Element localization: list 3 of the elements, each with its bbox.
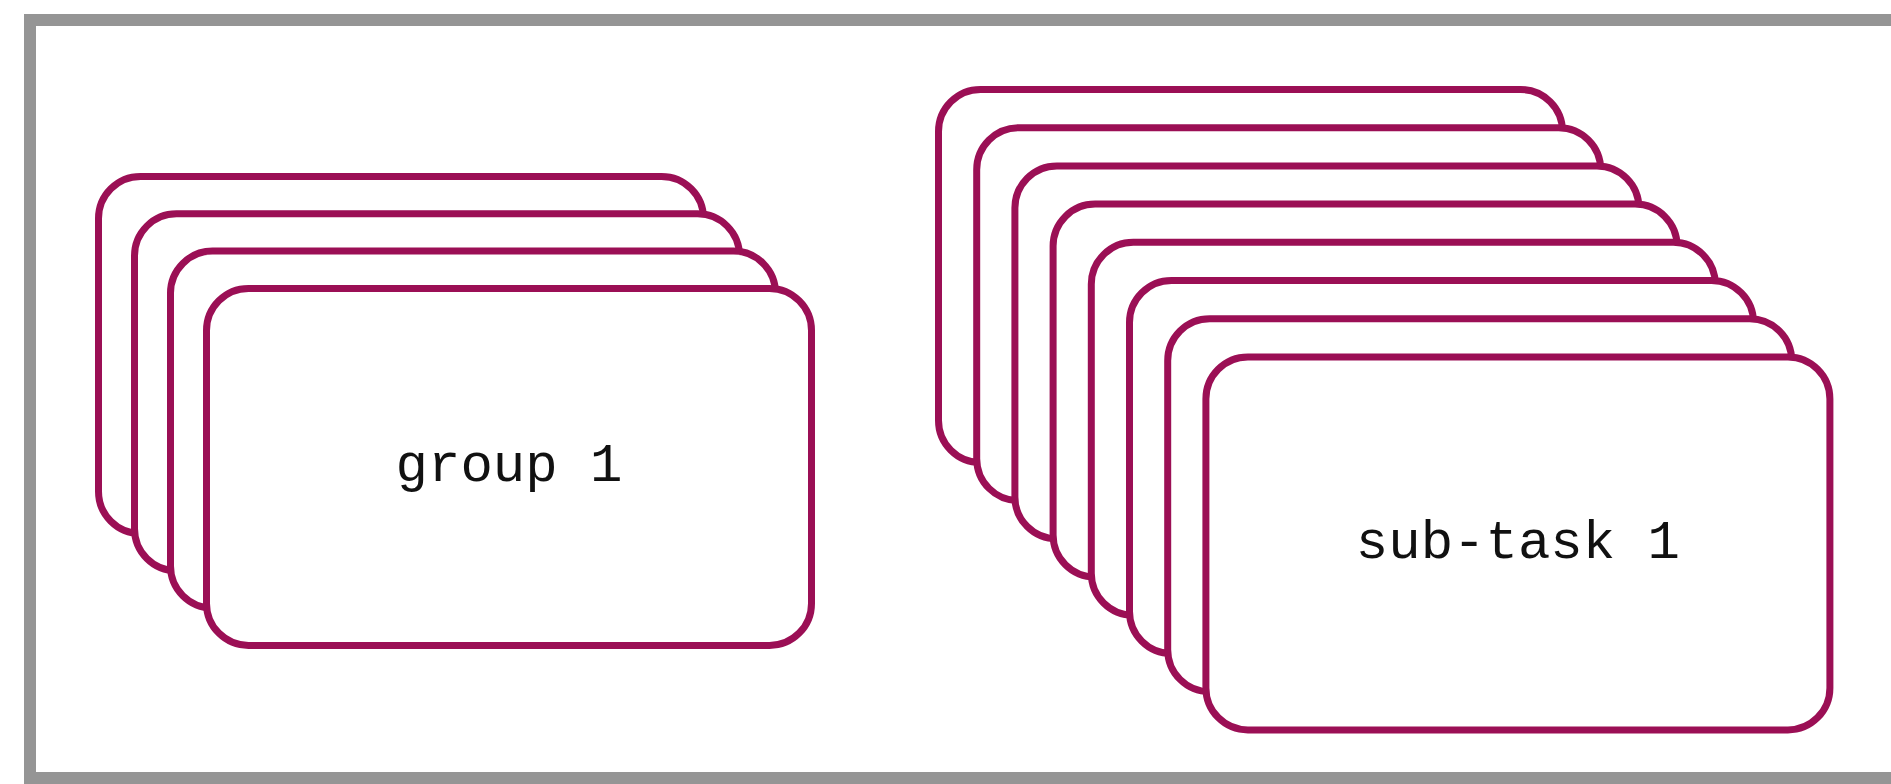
card-label: group 1	[395, 436, 623, 498]
frame-border	[24, 14, 1891, 784]
card-label: sub-task 1	[1355, 512, 1680, 574]
